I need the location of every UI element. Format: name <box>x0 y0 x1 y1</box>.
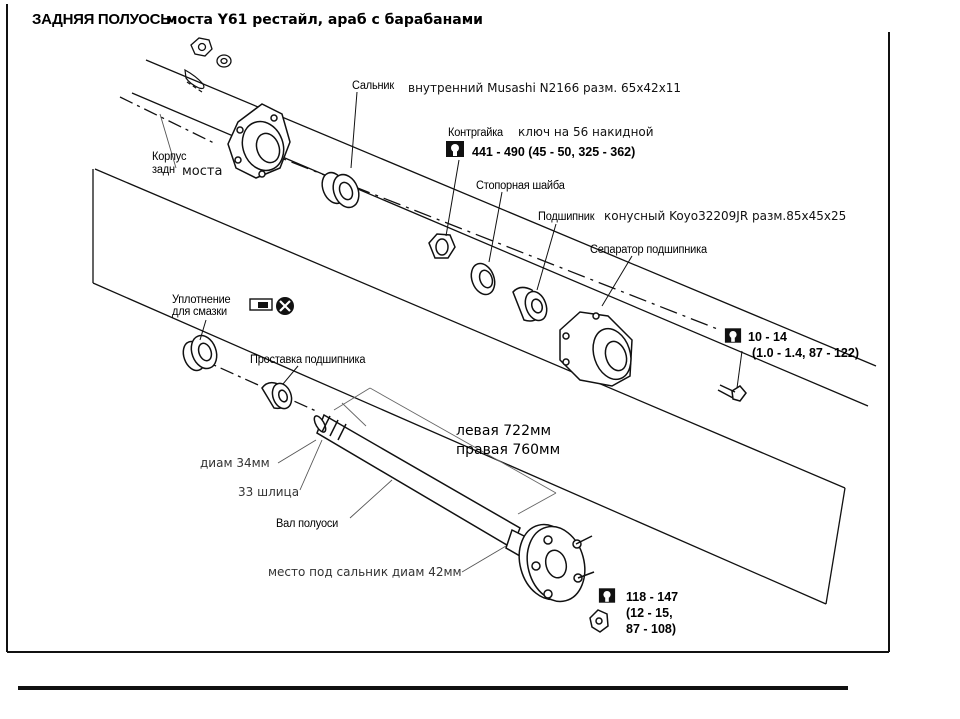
bearing-part <box>512 286 548 322</box>
seal-note: внутренний Musashi N2166 разм. 65x42x11 <box>408 81 682 95</box>
axle-shaft-label: Вал полуоси <box>276 517 339 531</box>
hub-torque-2: (12 - 15, <box>626 606 673 620</box>
diagram-frame <box>6 4 890 653</box>
length-dimension <box>333 387 557 515</box>
annotation-leaders <box>159 113 507 573</box>
bearing-label: Подшипник <box>538 210 595 224</box>
inner-seal-part <box>321 171 360 209</box>
shaft-band <box>92 168 846 605</box>
bolt-torque-1: 10 - 14 <box>748 330 787 344</box>
grease-seal-label-2: для смазки <box>172 305 227 319</box>
hub-flange-part <box>518 523 595 603</box>
housing-flange <box>227 103 291 179</box>
bearing-cage-label: Сепаратор подшипника <box>590 243 707 257</box>
bearing-spacer-part <box>261 381 293 410</box>
seal-label: Сальник <box>352 79 394 93</box>
seal-seat-note: место под сальник диам 42мм <box>268 565 462 579</box>
length-right: правая 760мм <box>456 442 561 458</box>
housing-label-2: задн <box>152 163 175 177</box>
housing-note: моста <box>182 164 223 179</box>
no-grease-icon <box>249 297 294 315</box>
locknut-note: ключ на 56 накидной <box>518 125 654 139</box>
locknut-torque: 441 - 490 (45 - 50, 325 - 362) <box>472 145 636 159</box>
spline-diameter: диам 34мм <box>200 456 270 470</box>
diagram-heading: ЗАДНЯЯ ПОЛУОСЬ <box>32 11 171 28</box>
lock-washer-part <box>470 262 496 296</box>
hub-nut-part <box>589 609 609 633</box>
hub-torque-1: 118 - 147 <box>626 590 679 604</box>
bearing-cage-part <box>559 311 633 387</box>
diagram-subtitle: моста Y61 рестайл, араб с барабанами <box>166 12 483 28</box>
housing-nut <box>190 37 232 68</box>
grease-seal-label-1: Уплотнение <box>172 293 231 307</box>
wrench-icon-bolt <box>724 328 742 343</box>
locknut-label: Контргайка <box>448 126 503 140</box>
spline-count: 33 шлица <box>238 485 300 499</box>
cotter-pin <box>184 68 205 93</box>
bearing-note: конусный Koyo32209JR разм.85x45x25 <box>604 209 847 223</box>
wrench-icon-hub <box>598 588 616 603</box>
grease-seal-part <box>182 334 218 372</box>
locknut-part <box>428 233 456 259</box>
hub-torque-3: 87 - 108) <box>626 622 677 636</box>
length-left: левая 722мм <box>456 423 552 439</box>
wrench-icon <box>446 141 464 157</box>
bolt-part <box>717 384 747 402</box>
bolt-torque-2: (1.0 - 1.4, 87 - 122) <box>752 346 860 360</box>
bearing-spacer-label: Проставка подшипника <box>250 353 366 367</box>
lock-washer-label: Стопорная шайба <box>476 179 565 193</box>
housing-label-1: Корпус <box>152 150 187 164</box>
